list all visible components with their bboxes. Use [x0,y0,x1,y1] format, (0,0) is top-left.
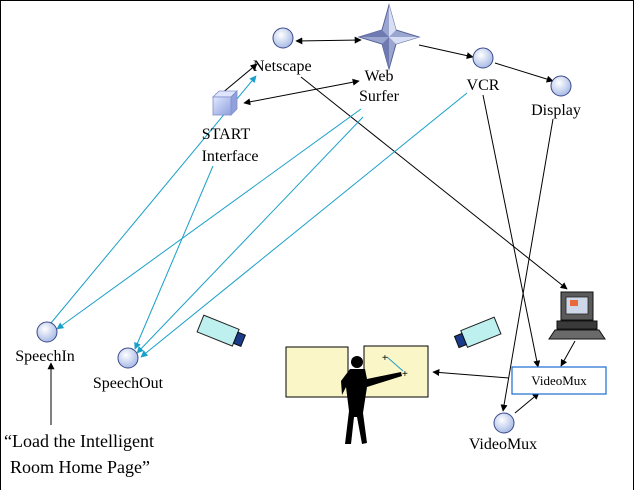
agent-nodes [36,27,572,434]
speechout-label: SpeechOut [93,375,164,392]
arrow-vcr-videomux [482,94,541,368]
arrow-websurfer-vcr [418,44,474,60]
computer-icon [548,291,606,340]
speechout-node [117,347,139,369]
vcr-node [472,47,494,69]
person-icon [341,356,402,444]
camera-icon [196,314,247,347]
arrow-display-videomux [500,118,554,412]
web-surfer-star-icon [357,3,421,71]
display-label: Display [531,102,581,119]
projection-screens: + + [285,345,429,398]
arrow-start-netscape [220,63,258,95]
quote-line1: “Load the Intelligent [4,431,154,451]
start-interface-label-line2: Interface [202,148,259,165]
arrow-vcr-display [494,62,554,83]
arrow-start-speechout [134,165,214,350]
videomux-node [493,412,515,434]
arrow-netscape-websurfer [295,36,362,45]
arrow-videomux-screen [432,369,510,379]
speechin-label: SpeechIn [15,348,75,365]
videomux-node-label: VideoMux [469,436,537,453]
web-surfer-label-line1: Web [365,68,394,85]
web-surfer-label-line2: Surfer [359,88,400,105]
quote-line2: Room Home Page” [10,457,150,477]
arrow-websurfer-speechout [136,116,364,354]
arrow-websurfer-speechin [56,108,362,330]
command-quote: “Load the Intelligent Room Home Page” [4,431,154,477]
right-screen [363,345,429,398]
netscape-label: Netscape [253,58,312,75]
pointer-trace [386,356,404,372]
start-cube-icon [212,90,238,116]
arrow-netscape-computer [300,76,568,290]
control-arrows [47,36,576,425]
svg-text:+: + [382,353,388,364]
arrow-start-websurfer [243,78,360,106]
node-labels: Netscape Web Surfer VCR Display START In… [15,58,581,453]
netscape-node [272,27,294,49]
videomux-box-label: VideoMux [531,373,587,388]
camera-icon [453,316,502,349]
svg-text:+: + [402,369,408,380]
videomux-box: VideoMux [511,366,607,395]
arrow-videomux-node-box [514,392,540,414]
arrow-speechin-netscape [50,75,257,324]
arrow-vcr-speechout [140,92,468,358]
left-screen [285,346,349,398]
vcr-label: VCR [467,77,500,94]
display-node [550,75,572,97]
speechin-node [36,321,58,343]
arrow-computer-videomux [560,340,576,367]
start-interface-label-line1: START [202,126,251,143]
speech-arrows [50,75,468,358]
